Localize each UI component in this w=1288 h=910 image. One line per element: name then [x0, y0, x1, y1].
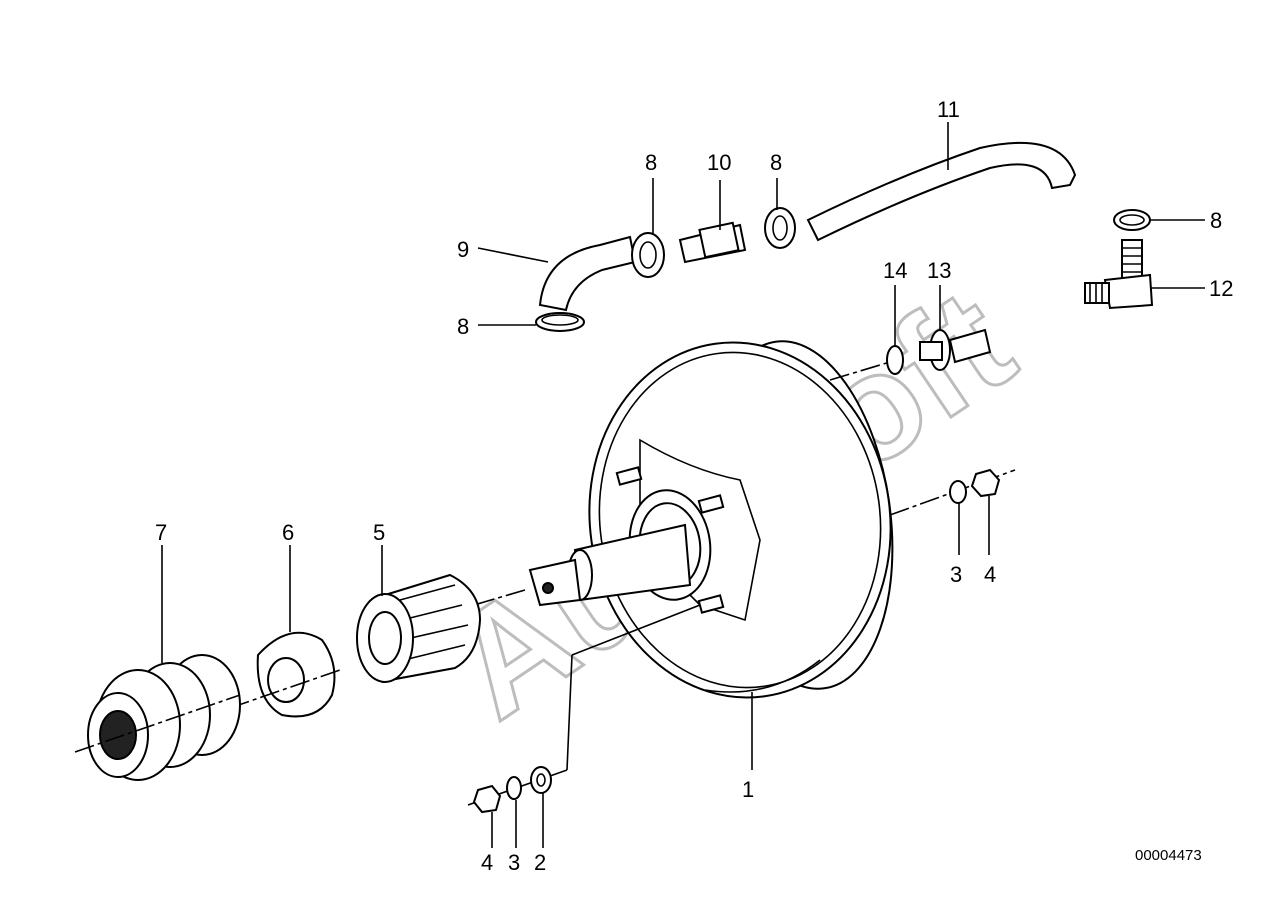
drawing-number: 00004473 — [1135, 847, 1202, 864]
callout-7: 7 — [155, 520, 167, 545]
clamp-8-far-right[interactable] — [1113, 209, 1151, 231]
callout-11: 11 — [937, 97, 960, 122]
callout-12: 12 — [1209, 276, 1233, 301]
nut-4-bottom[interactable] — [472, 784, 502, 814]
angle-fitting-12[interactable] — [1084, 239, 1154, 310]
callout-10: 10 — [707, 150, 731, 175]
callout-2: 2 — [534, 850, 546, 875]
callout-3-right: 3 — [950, 562, 962, 587]
callout-8-lower-left: 8 — [457, 314, 469, 339]
callout-3-bottom: 3 — [508, 850, 520, 875]
callout-5: 5 — [373, 520, 385, 545]
damper-6[interactable] — [229, 631, 341, 718]
washer-2[interactable] — [530, 766, 552, 794]
callout-8-top-right: 8 — [770, 150, 782, 175]
filter-5[interactable] — [356, 573, 482, 683]
connector-10[interactable] — [678, 221, 747, 264]
washer-14[interactable] — [886, 345, 904, 375]
stud-leader-bottom — [566, 654, 573, 771]
washer-3-bottom[interactable] — [506, 776, 522, 800]
boot-7[interactable] — [74, 654, 241, 781]
callout-6: 6 — [282, 520, 294, 545]
callout-14: 14 — [883, 258, 907, 283]
stud-axis-bottom — [571, 604, 701, 656]
callout-8-far-right: 8 — [1210, 208, 1222, 233]
hose-9[interactable] — [538, 235, 637, 312]
brake-booster[interactable] — [439, 323, 1016, 717]
clamp-8-lower-left[interactable] — [535, 312, 585, 332]
callout-4-bottom: 4 — [481, 850, 493, 875]
clamp-8-right[interactable] — [764, 207, 796, 249]
callout-4-right: 4 — [984, 562, 996, 587]
callout-8-top-left: 8 — [645, 150, 657, 175]
check-valve-13[interactable] — [919, 328, 992, 371]
callout-13: 13 — [927, 258, 951, 283]
washer-3-right[interactable] — [949, 480, 967, 504]
hose-11[interactable] — [806, 141, 1077, 242]
nut-4-right[interactable] — [970, 468, 1001, 498]
callout-1: 1 — [742, 777, 754, 802]
callout-9: 9 — [457, 237, 469, 262]
clamp-8-left[interactable] — [631, 232, 665, 278]
